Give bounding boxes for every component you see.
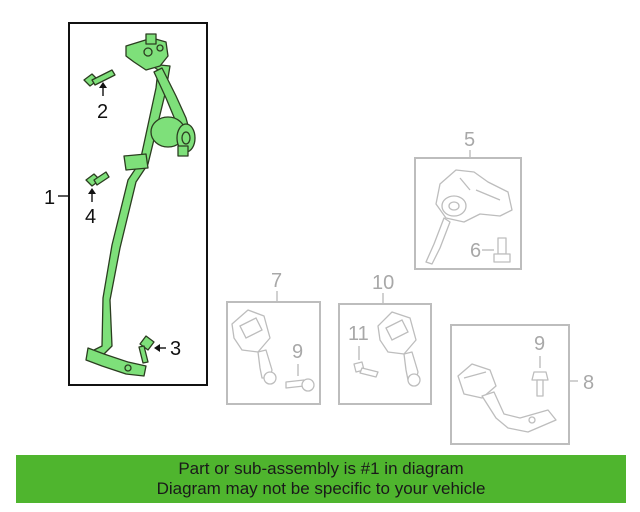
callout-2[interactable]: 2 — [97, 101, 108, 123]
banner-line-1: Part or sub-assembly is #1 in diagram — [178, 459, 464, 478]
bolt-9-icon-left[interactable] — [285, 378, 315, 392]
callout-6[interactable]: 6 — [470, 240, 481, 262]
bolt-3-icon[interactable] — [138, 335, 155, 364]
bolt-4-icon[interactable] — [85, 171, 110, 187]
banner-line-2: Diagram may not be specific to your vehi… — [156, 479, 486, 498]
bolt-6-icon[interactable] — [493, 237, 511, 263]
bolt-11-icon[interactable] — [353, 361, 379, 378]
anchor-tab — [145, 33, 157, 45]
assembly-box-1 — [68, 22, 208, 386]
callout-3[interactable]: 3 — [170, 338, 181, 360]
assembly-box-5 — [414, 157, 522, 270]
bolt-2-icon[interactable] — [83, 69, 116, 87]
callout-8[interactable]: 8 — [583, 372, 594, 394]
callout-9-right[interactable]: 9 — [534, 333, 545, 355]
retractor-bracket-part[interactable] — [425, 169, 513, 265]
callout-5[interactable]: 5 — [464, 129, 475, 151]
callout-7[interactable]: 7 — [271, 270, 282, 292]
callout-4[interactable]: 4 — [85, 206, 96, 228]
anchor-part-8[interactable] — [457, 363, 557, 433]
seat-belt-assembly[interactable] — [85, 33, 196, 377]
callout-11[interactable]: 11 — [348, 323, 369, 345]
buckle-part-10[interactable] — [377, 311, 421, 387]
assembly-box-10 — [338, 303, 432, 405]
callout-10[interactable]: 10 — [372, 272, 394, 294]
belt-guide — [123, 153, 149, 171]
buckle-part-7[interactable] — [231, 309, 277, 385]
callout-1[interactable]: 1 — [44, 187, 55, 209]
callout-9-left[interactable]: 9 — [292, 341, 303, 363]
bottom-anchor — [85, 347, 147, 377]
assembly-box-8 — [450, 324, 570, 445]
assembly-box-7 — [226, 301, 321, 405]
bolt-9-icon-right[interactable] — [531, 371, 549, 397]
notice-banner: Part or sub-assembly is #1 in diagram Di… — [16, 455, 626, 503]
